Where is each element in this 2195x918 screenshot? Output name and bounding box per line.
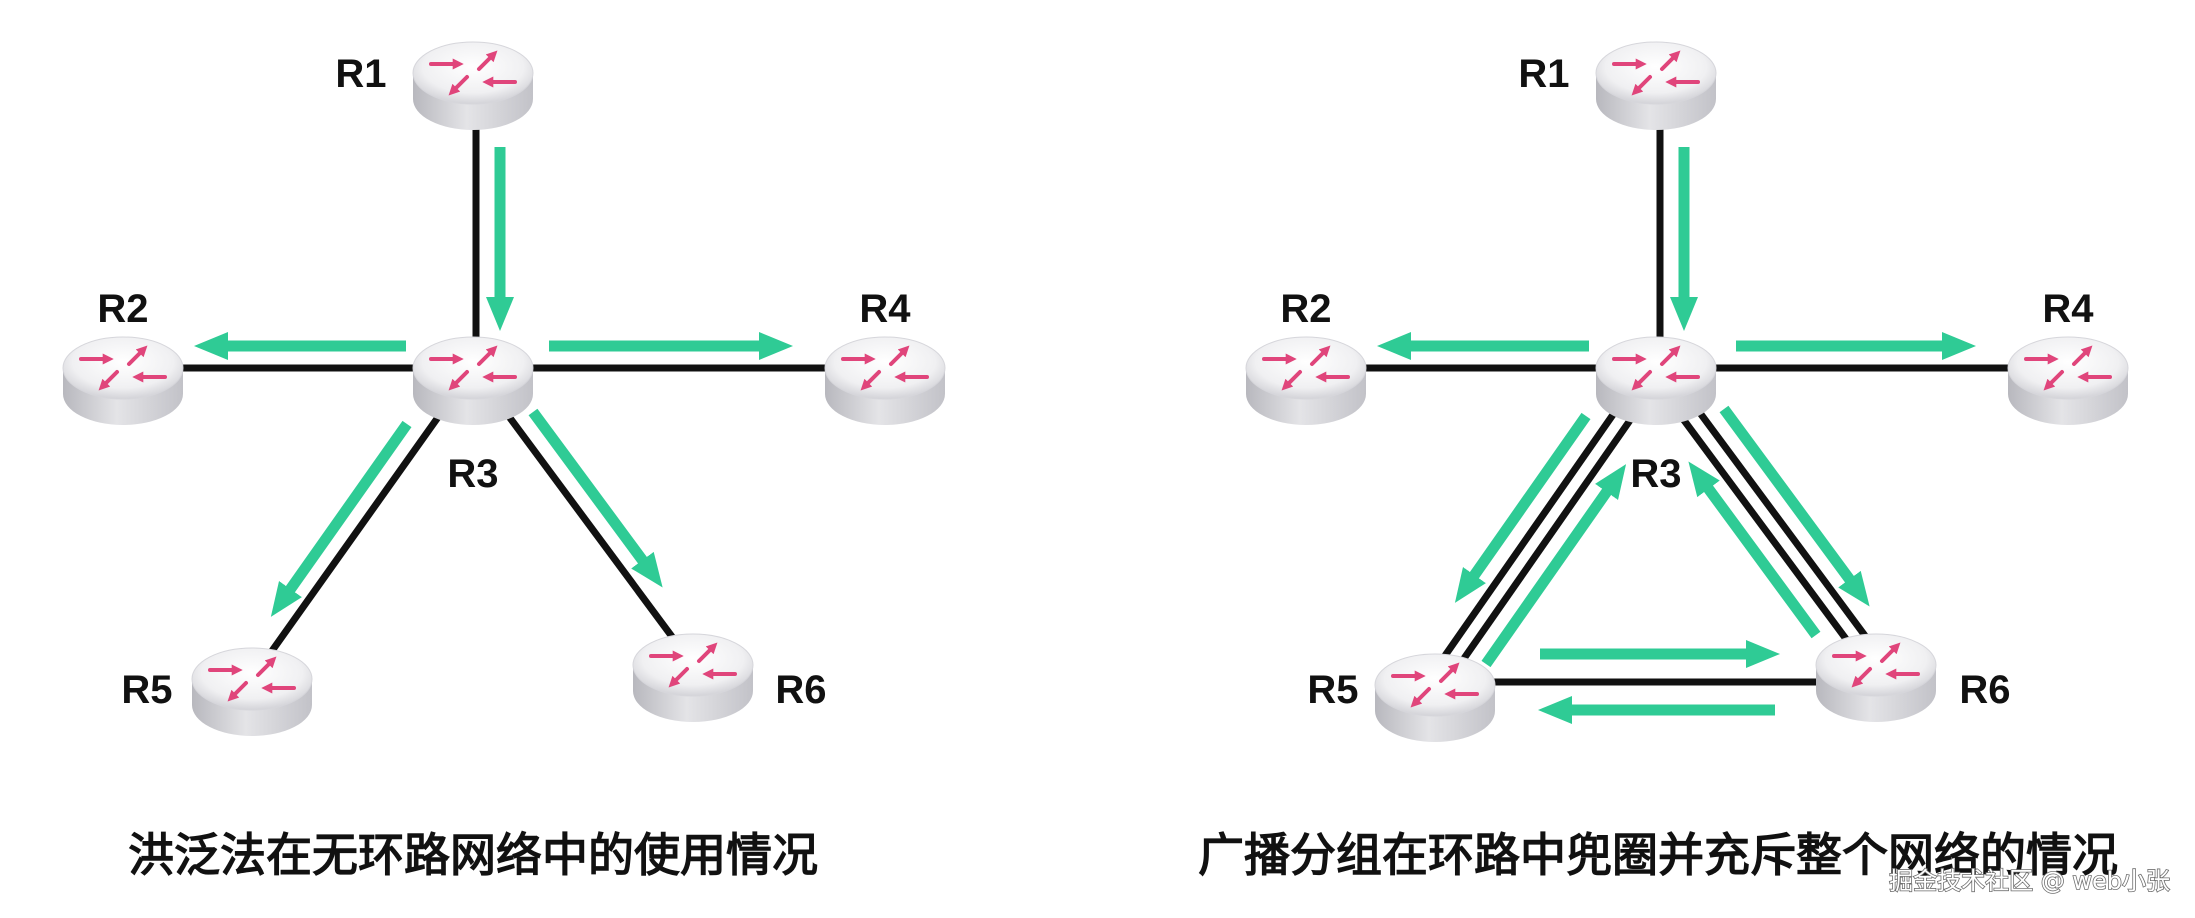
label-r3: R3 [1630,452,1681,496]
link-r3-r5 [249,365,476,682]
left-diagram: R1 R2 R3 R4 R5 R6 洪泛法在无环路网络中的使用情况 [63,42,945,882]
label-r6: R6 [775,668,826,712]
flood-arrow-r3-r6 [528,408,663,588]
label-r1: R1 [1518,52,1569,96]
router-r2 [63,337,183,425]
flood-arrow-r5-r3 [1481,464,1627,668]
flood-arrow-r6-r3 [1688,461,1821,639]
link-r3-r5-b [1439,370,1666,693]
label-r1: R1 [335,52,386,96]
router-r1 [1596,42,1716,130]
label-r5: R5 [121,668,172,712]
router-r5 [192,648,312,736]
right-diagram: R1 R2 R3 R4 R5 R6 广播分组在环路中兜圈并充斥整个网络的情况 [1198,42,2128,882]
left-caption: 洪泛法在无环路网络中的使用情况 [128,828,818,882]
router-r5 [1375,654,1495,742]
label-r4: R4 [2042,287,2094,331]
flood-arrow-r3-r5 [270,420,412,617]
link-r3-r5-a [1425,360,1652,683]
label-r2: R2 [1280,287,1331,331]
label-r3: R3 [447,452,498,496]
router-r6 [1816,634,1936,722]
flood-arrow-r3-r6 [1719,405,1870,607]
router-r2 [1246,337,1366,425]
label-r5: R5 [1307,668,1358,712]
label-r4: R4 [859,287,911,331]
router-r3 [413,337,533,425]
right-caption: 广播分组在环路中兜圈并充斥整个网络的情况 [1198,828,2118,882]
label-r2: R2 [97,287,148,331]
link-r3-r6-b [1646,370,1872,673]
label-r6: R6 [1959,668,2010,712]
router-r4 [2008,337,2128,425]
router-r3 [1596,337,1716,425]
watermark: 掘金技术社区 @ web小张 [1889,867,2170,895]
router-r6 [633,634,753,722]
router-r1 [413,42,533,130]
router-r4 [825,337,945,425]
flood-arrow-r3-r5 [1454,412,1591,603]
